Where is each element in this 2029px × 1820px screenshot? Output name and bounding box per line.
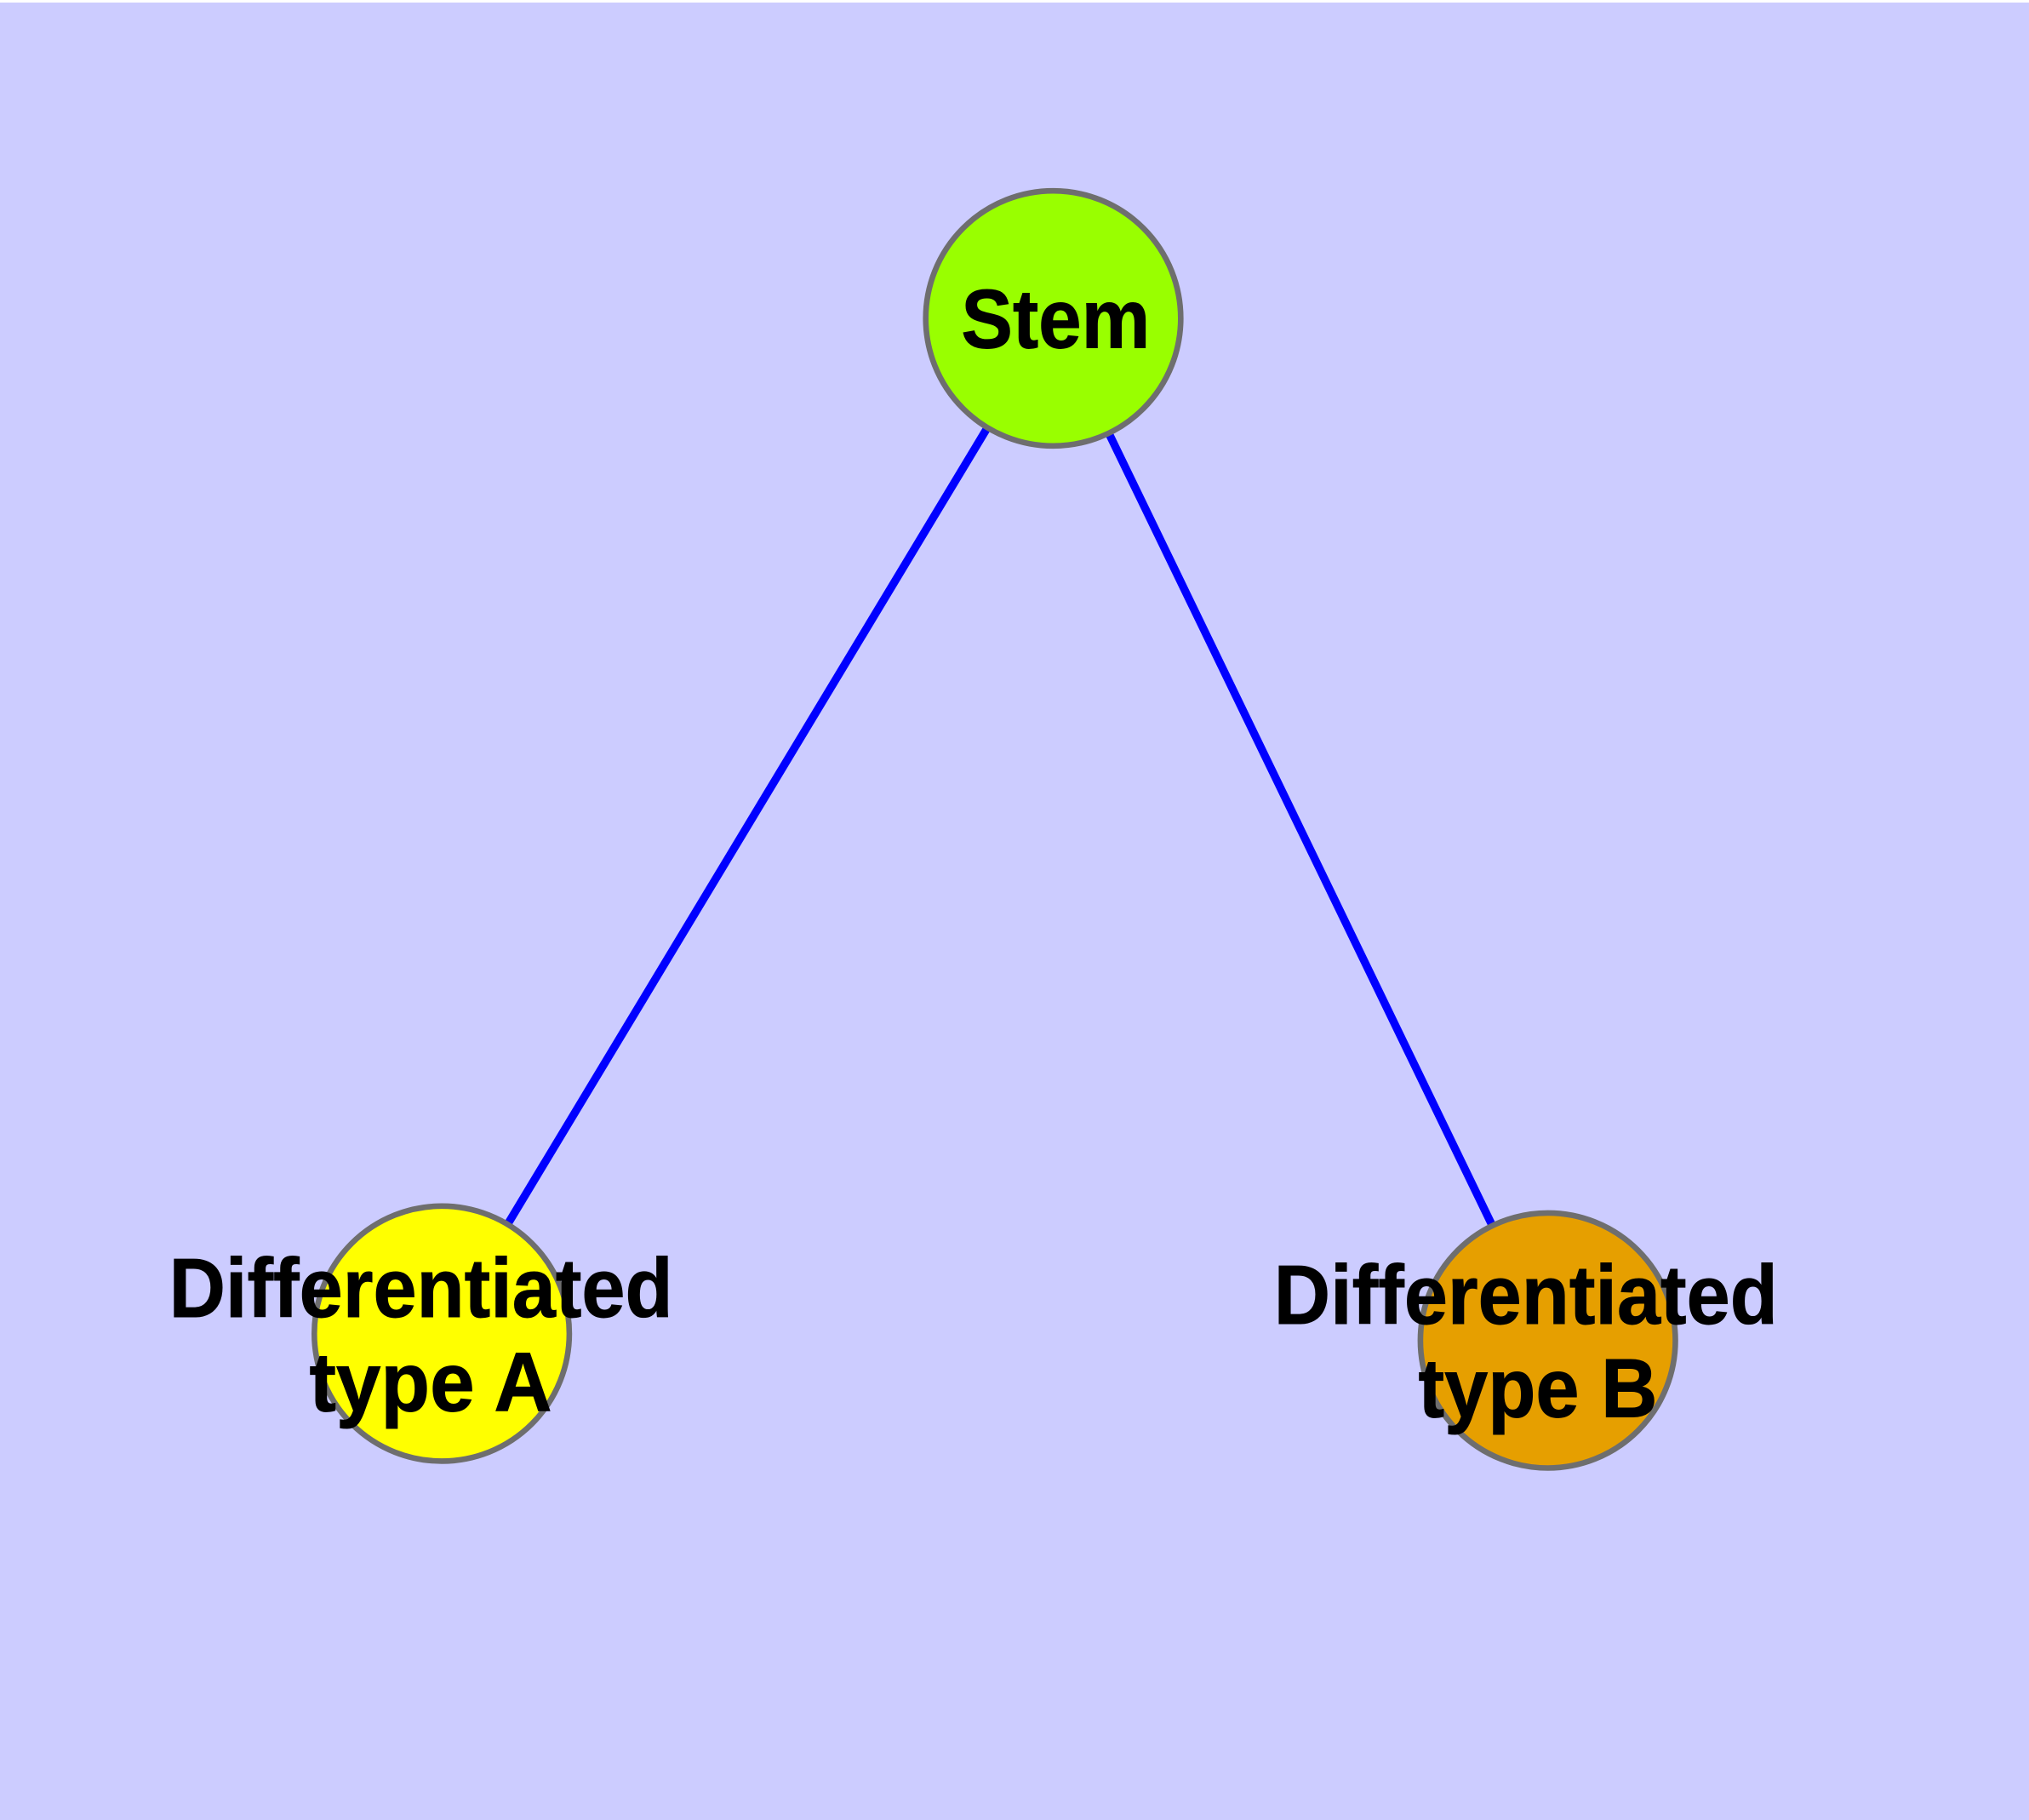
svg-text:Stem: Stem [961,272,1150,366]
svg-text:type A: type A [310,1335,552,1428]
svg-text:Differentiated: Differentiated [1274,1248,1778,1342]
svg-text:type B: type B [1419,1342,1658,1435]
svg-text:Differentiated: Differentiated [169,1241,673,1335]
